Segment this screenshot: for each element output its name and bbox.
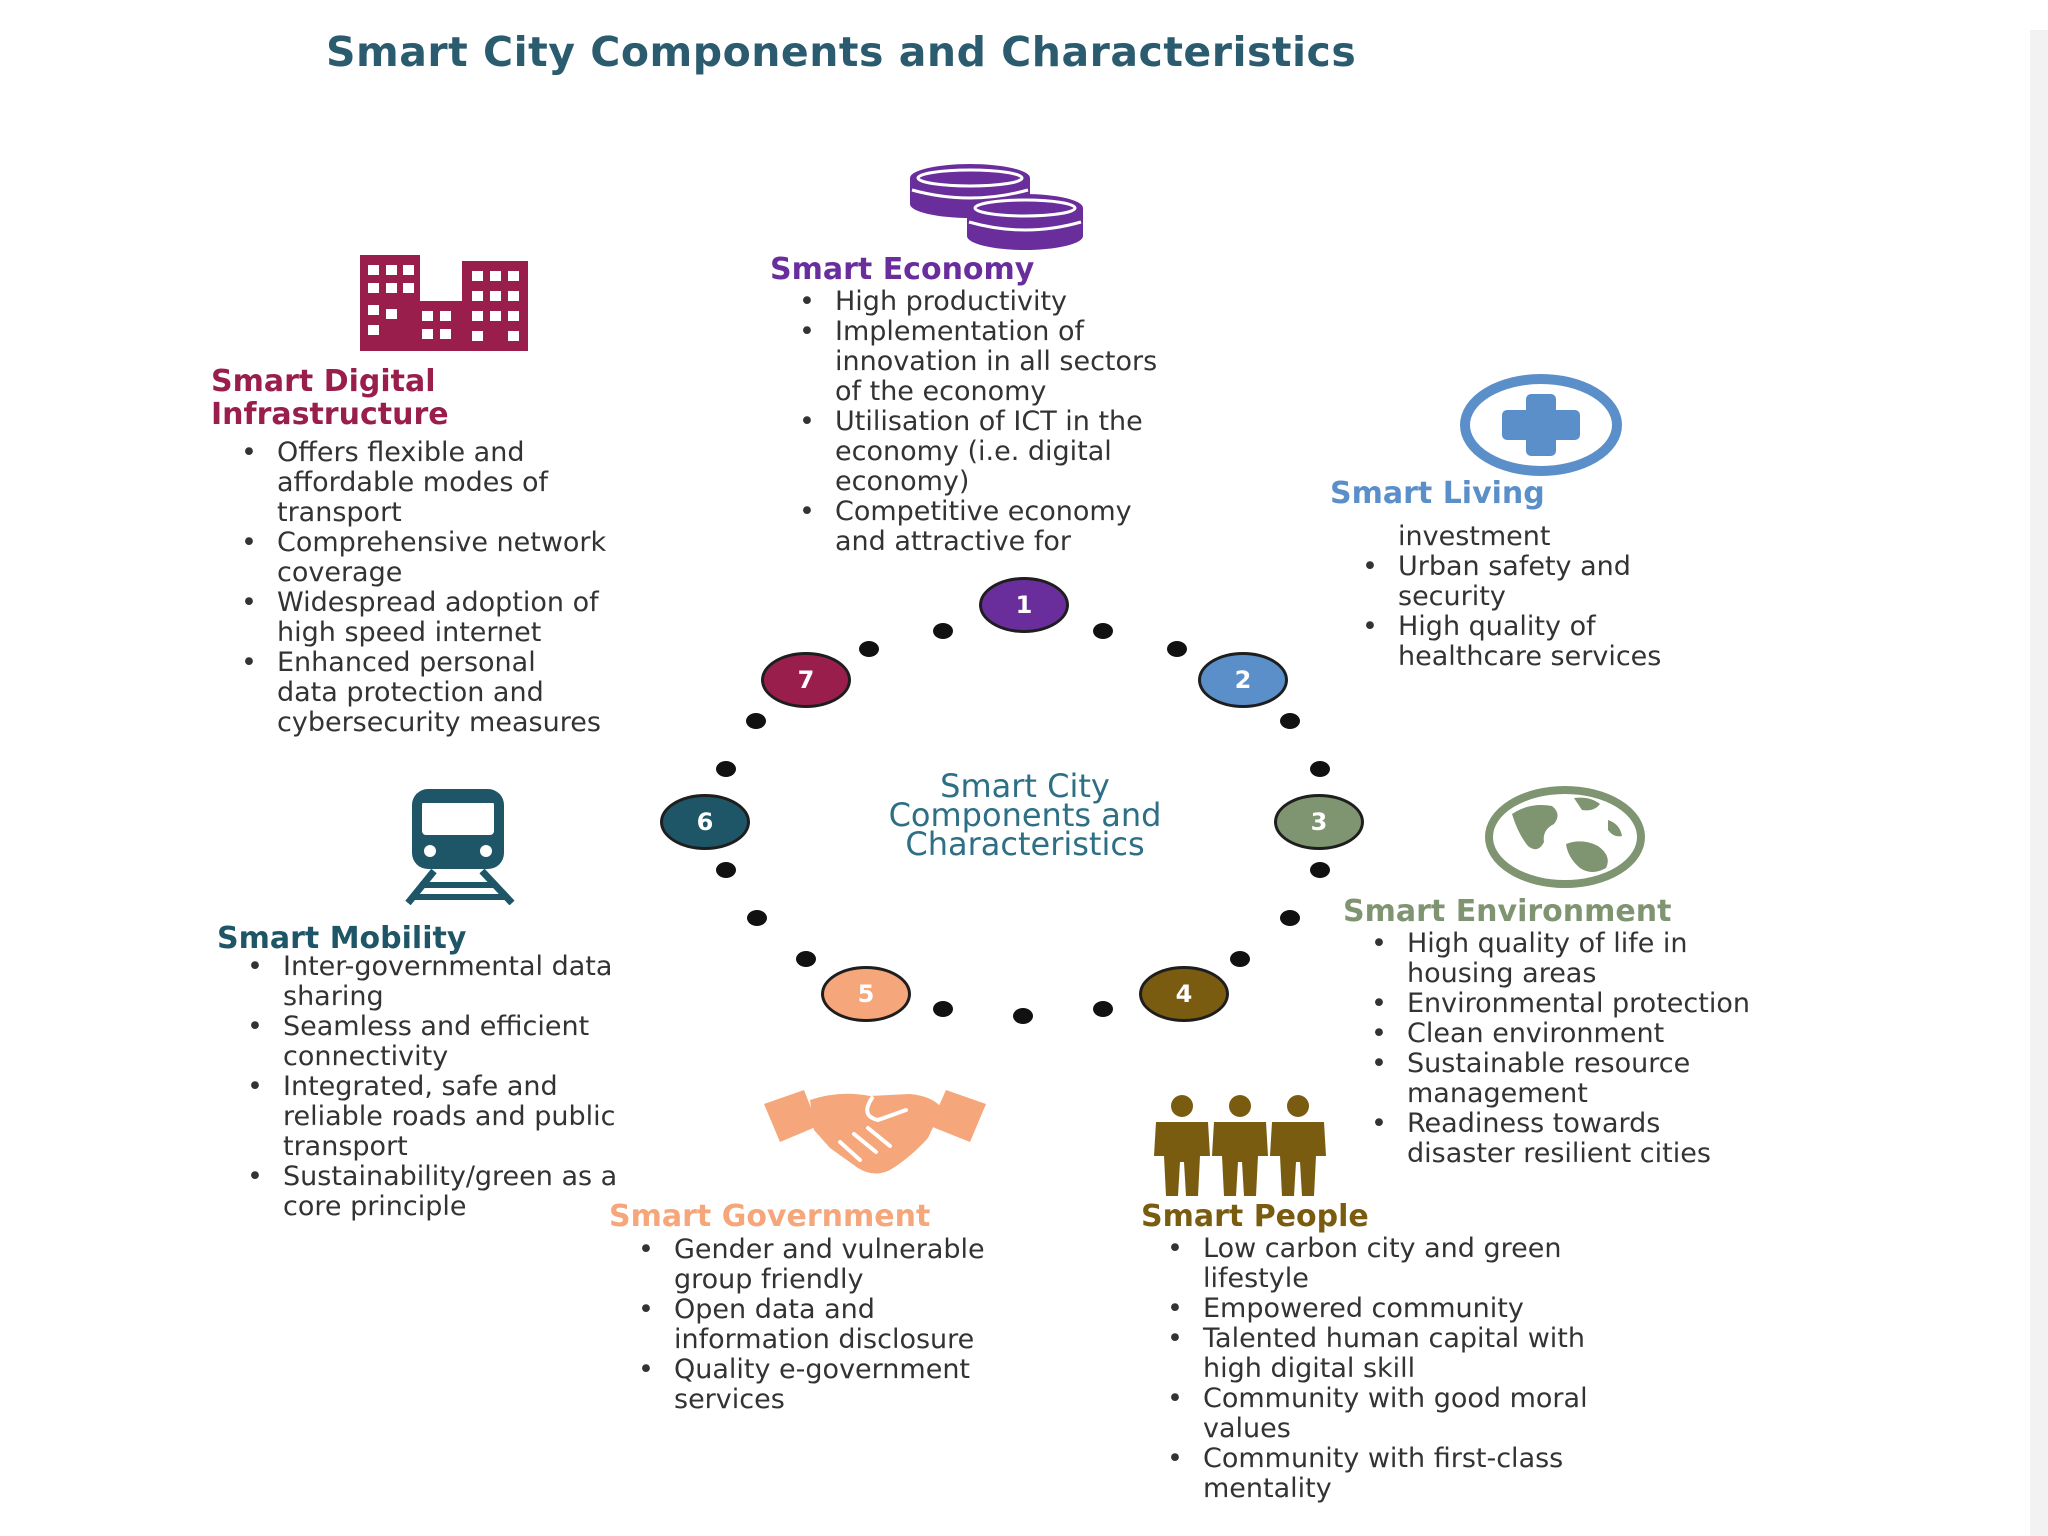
connector-dot bbox=[1093, 623, 1113, 639]
node-3: 3 bbox=[1274, 794, 1364, 850]
connector-dot bbox=[1230, 951, 1250, 967]
globe-icon bbox=[1485, 786, 1645, 888]
medical-cross-icon bbox=[1460, 374, 1622, 476]
connector-dot bbox=[746, 713, 766, 729]
economy-item-1: High productivity bbox=[795, 287, 1157, 318]
connector-dot bbox=[1013, 1008, 1033, 1024]
environment-item-2: Environmental protection bbox=[1367, 989, 1750, 1020]
connector-dot bbox=[1280, 713, 1300, 729]
people-item-2: Empowered community bbox=[1163, 1294, 1588, 1325]
living-lead-text: investment bbox=[1398, 521, 1551, 552]
connector-dot bbox=[933, 1001, 953, 1017]
smart-economy-heading: Smart Economy bbox=[770, 252, 1035, 287]
connector-dot bbox=[933, 623, 953, 639]
handshake-icon bbox=[764, 1090, 986, 1174]
coins-icon bbox=[910, 164, 1083, 250]
node-4: 4 bbox=[1139, 966, 1229, 1022]
people-icon bbox=[1154, 1095, 1326, 1196]
page-title: Smart City Components and Characteristic… bbox=[326, 28, 1357, 76]
node-2: 2 bbox=[1198, 652, 1288, 708]
connector-dot bbox=[716, 761, 736, 777]
connector-dot bbox=[796, 951, 816, 967]
buildings-icon bbox=[360, 255, 528, 351]
node-7: 7 bbox=[761, 652, 851, 708]
smart-economy-list: High productivity Implementation ofinnov… bbox=[795, 287, 1157, 557]
connector-dot bbox=[716, 862, 736, 878]
connector-dot bbox=[1093, 1001, 1113, 1017]
connector-dot bbox=[747, 910, 767, 926]
connector-dot bbox=[1310, 862, 1330, 878]
center-label: Smart City Components and Characteristic… bbox=[888, 767, 1162, 863]
connector-dot bbox=[859, 641, 879, 657]
train-icon bbox=[405, 789, 515, 905]
smart-environment-heading: Smart Environment bbox=[1343, 894, 1672, 929]
smart-people-heading: Smart People bbox=[1141, 1199, 1369, 1234]
right-edge-bar bbox=[2030, 30, 2048, 1536]
connector-dot bbox=[1310, 761, 1330, 777]
node-5: 5 bbox=[821, 966, 911, 1022]
smart-mobility-heading: Smart Mobility bbox=[217, 921, 467, 956]
node-6: 6 bbox=[660, 794, 750, 850]
environment-item-3: Clean environment bbox=[1367, 1019, 1750, 1050]
smart-living-heading: Smart Living bbox=[1330, 476, 1545, 511]
node-1: 1 bbox=[979, 577, 1069, 633]
connector-dot bbox=[1167, 641, 1187, 657]
connector-dot bbox=[1280, 910, 1300, 926]
smart-government-heading: Smart Government bbox=[609, 1199, 931, 1234]
